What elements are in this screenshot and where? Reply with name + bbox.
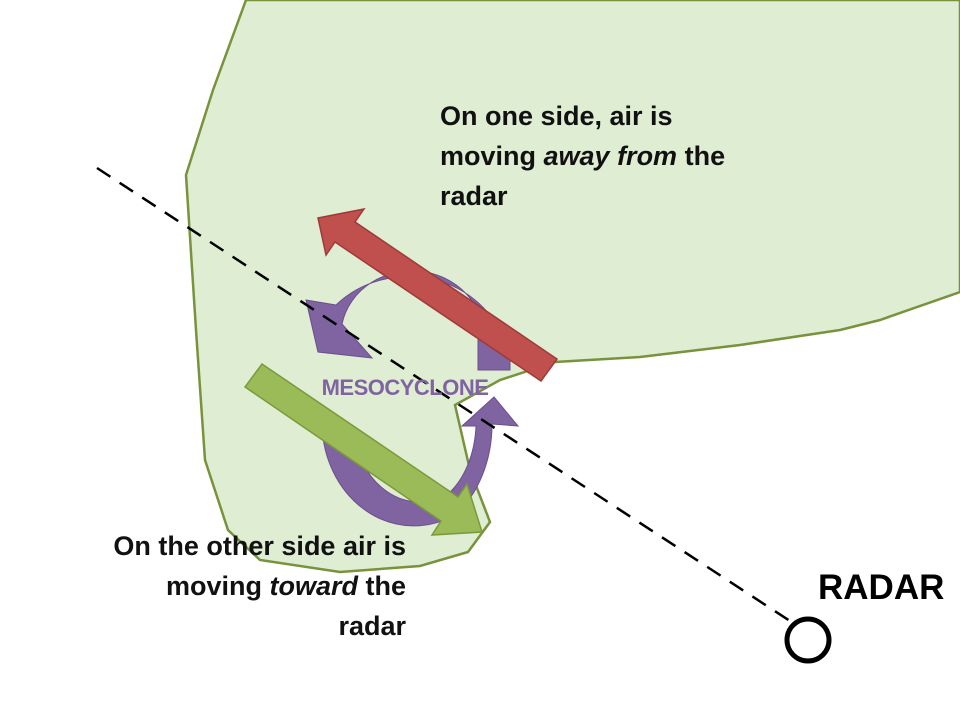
- away-caption-line3: radar: [440, 181, 508, 211]
- radar-beam-line: [96, 166, 791, 623]
- toward-radar-arrow: [243, 362, 484, 536]
- away-caption-line2-pre: moving: [440, 141, 544, 171]
- mesocyclone-label: MESOCYCLONE: [322, 375, 489, 400]
- radar-site-icon: [784, 616, 832, 664]
- toward-caption-line3: radar: [338, 611, 406, 641]
- toward-caption-line1: On the other side air is: [113, 531, 406, 561]
- storm-cell: [184, 0, 960, 574]
- away-caption-emphasis: away from: [543, 141, 678, 171]
- away-caption-line2-post: the: [677, 141, 726, 171]
- radar-label: RADAR: [818, 568, 945, 607]
- away-caption-line1: On one side, air is: [440, 101, 673, 131]
- toward-caption-emphasis: toward: [269, 571, 358, 601]
- toward-caption-line2-pre: moving: [165, 571, 270, 601]
- away-from-radar-arrow: [317, 207, 559, 383]
- toward-caption-line2-post: the: [357, 571, 406, 601]
- away-caption: On one side, air is moving away from the…: [440, 96, 840, 216]
- toward-caption: On the other side air is moving toward t…: [30, 526, 406, 646]
- rotation-arrow-upper: [305, 270, 506, 359]
